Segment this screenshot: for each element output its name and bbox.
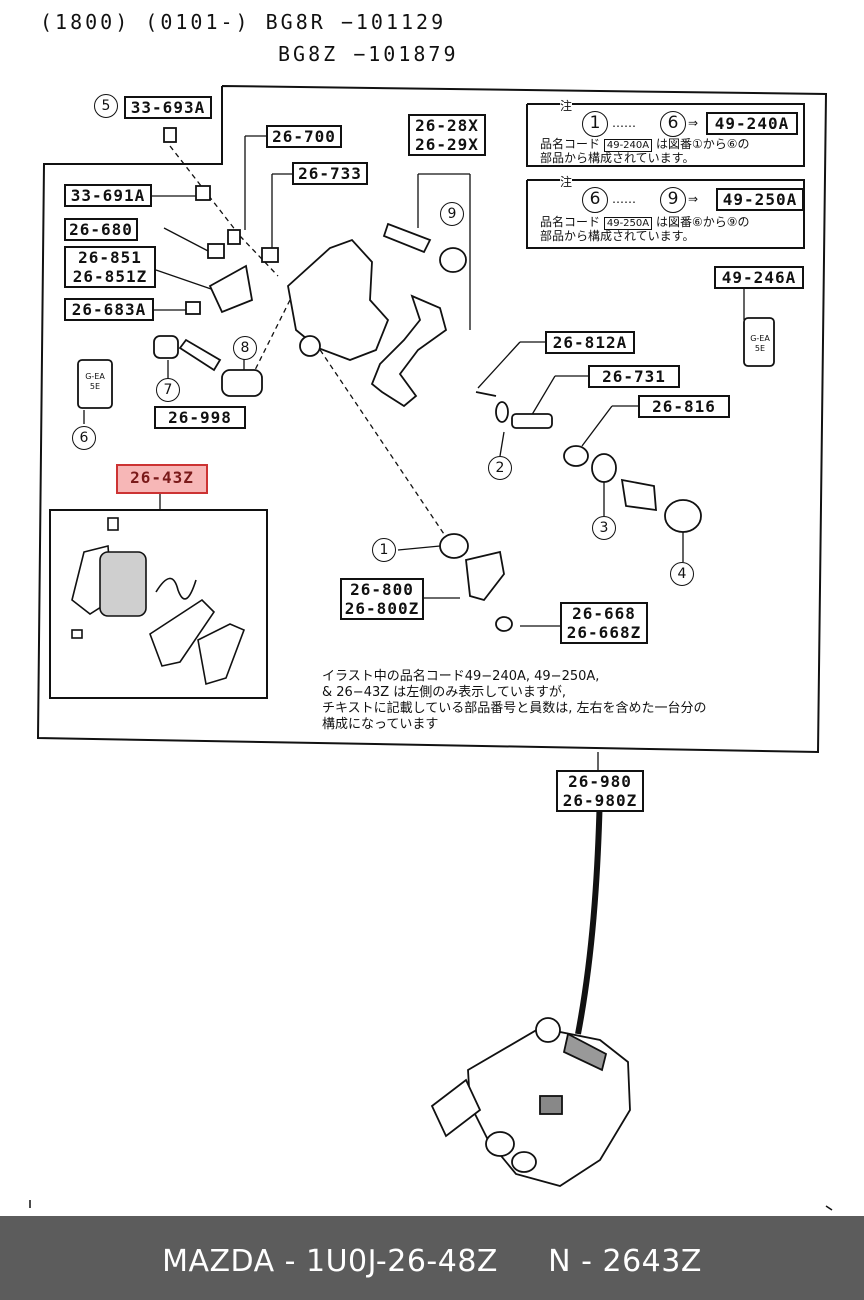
note2-frame [526, 179, 805, 249]
pin-shape [382, 222, 432, 254]
callout-7: 7 [156, 378, 180, 402]
part-box-26-683A[interactable]: 26-683A [64, 298, 154, 321]
bottom-note-line-3: チキストに記載している部品番号と員数は, 左右を含めた一台分の [322, 701, 707, 716]
part-box-33-693A[interactable]: 33-693A [124, 96, 212, 119]
note2-arrow: ⇒ [688, 192, 699, 206]
footer-bar [0, 1216, 864, 1300]
part-number: 26-851 [78, 248, 142, 267]
part-box-26-731[interactable]: 26-731 [588, 365, 680, 388]
part-box-49-240A[interactable]: 49-240A [706, 112, 798, 135]
note1-line1-tail: は図番①から⑥の [655, 137, 750, 151]
note2-line1-code: 49-250A [603, 217, 653, 230]
part-box-26-812A[interactable]: 26-812A [545, 331, 635, 354]
pad-label-left: G-EA 5E [85, 372, 105, 391]
part-number: 26-812A [552, 333, 628, 352]
note1-arrow: ⇒ [688, 116, 699, 130]
note2-mark: 注 [560, 174, 573, 191]
header-line-1: (1800) (0101-) BG8R −101129 [40, 10, 447, 34]
part-number: 33-691A [70, 186, 146, 205]
note2-dots: …… [612, 192, 636, 206]
part-number: 26-851Z [72, 267, 148, 286]
note2-line1-tail: は図番⑥から⑨の [655, 215, 750, 229]
note1-line2: 部品から構成されています。 [540, 151, 695, 165]
part-number: 26-731 [602, 367, 666, 386]
note1-frame [526, 103, 805, 167]
pad-inset-frame [49, 509, 268, 699]
callout-2: 2 [488, 456, 512, 480]
part-box-26-700[interactable]: 26-700 [266, 125, 342, 148]
note1-line1-code: 49-240A [603, 139, 653, 152]
part-number: 26-700 [272, 127, 336, 146]
footer-caption: MAZDA - 1U0J-26-48Z N - 2643Z [0, 1244, 864, 1279]
part-box-26-43Z-highlighted[interactable]: 26-43Z [116, 464, 208, 494]
callout-3: 3 [592, 516, 616, 540]
part-number: 26-980Z [562, 791, 638, 810]
note1-dots: …… [612, 116, 636, 130]
callout-4: 4 [670, 562, 694, 586]
callout-1: 1 [372, 538, 396, 562]
note1-line1: 品名コード 49-240A は図番①から⑥の [540, 136, 749, 154]
header-line-2: BG8Z −101879 [278, 42, 459, 66]
part-number: 26-733 [298, 164, 362, 183]
note2-line2: 部品から構成されています。 [540, 229, 695, 243]
part-box-26-680[interactable]: 26-680 [64, 218, 138, 241]
note2-line1: 品名コード 49-250A は図番⑥から⑨の [540, 214, 749, 232]
part-number: 26-998 [168, 408, 232, 427]
part-number: 26-816 [652, 397, 716, 416]
callout-8: 8 [233, 336, 257, 360]
part-number: 26-28X [415, 116, 479, 135]
part-number: 33-693A [130, 98, 206, 117]
note1-to-callout: 6 [660, 111, 686, 137]
part-box-49-246A[interactable]: 49-246A [714, 266, 804, 289]
bottom-note-line-1: イラスト中の品名コード49−240A, 49−250A, [322, 669, 600, 684]
callout-9: 9 [440, 202, 464, 226]
note2-to-callout: 9 [660, 187, 686, 213]
part-number: 26-683A [71, 300, 147, 319]
pad-label-right: G-EA 5E [750, 334, 770, 353]
part-number: 26-43Z [130, 468, 194, 487]
part-number: 26-668 [572, 604, 636, 623]
note1-line1-head: 品名コード [540, 137, 601, 151]
part-box-26-816[interactable]: 26-816 [638, 395, 730, 418]
part-number: 26-800 [350, 580, 414, 599]
part-box-49-250A[interactable]: 49-250A [716, 188, 804, 211]
part-number: 26-680 [69, 220, 133, 239]
part-number: 49-246A [721, 268, 797, 287]
diagram-line-art [29, 85, 833, 1211]
outer-frame [36, 85, 828, 754]
part-number: 49-240A [714, 114, 790, 133]
part-number: 26-668Z [566, 623, 642, 642]
note1-from-callout: 1 [582, 111, 608, 137]
bottom-note-line-4: 構成になっています [322, 717, 439, 732]
footer-left-text: MAZDA - 1U0J-26-48Z [162, 1244, 498, 1279]
note1-mark: 注 [560, 98, 573, 115]
note2-line1-head: 品名コード [540, 215, 601, 229]
footer-right-text: N - 2643Z [548, 1244, 702, 1279]
part-box-26-733[interactable]: 26-733 [292, 162, 368, 185]
part-number: 26-980 [568, 772, 632, 791]
callout-5: 5 [94, 94, 118, 118]
note2-from-callout: 6 [582, 187, 608, 213]
part-box-33-691A[interactable]: 33-691A [64, 184, 152, 207]
mounting-bracket-shape [370, 294, 448, 408]
brake-hose [575, 789, 603, 1035]
part-number: 26-29X [415, 135, 479, 154]
callout-6: 6 [72, 426, 96, 450]
bottom-note-line-2: & 26−43Z は左側のみ表示していますが, [322, 685, 567, 700]
part-number: 26-800Z [344, 599, 420, 618]
part-number: 49-250A [722, 190, 798, 209]
part-box-26-998[interactable]: 26-998 [154, 406, 246, 429]
